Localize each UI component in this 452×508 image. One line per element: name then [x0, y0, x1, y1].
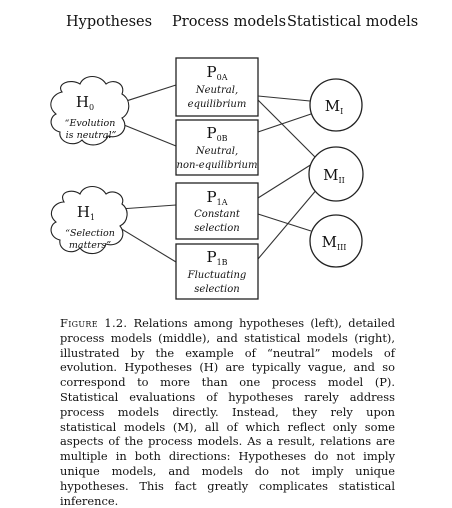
- process-title: P0A: [207, 63, 228, 82]
- edge-h1-p1b: [119, 227, 177, 263]
- process-model-p0a: P0A Neutral, equilibrium: [175, 57, 259, 117]
- hypothesis-line2: is neutral”: [66, 130, 117, 141]
- edge-h0-p0b: [123, 124, 177, 147]
- cloud-shape: [50, 185, 128, 255]
- hypothesis-line1: “Evolution: [65, 118, 116, 129]
- edge-h0-p0a: [119, 84, 177, 104]
- edge-h1-p1a: [119, 204, 177, 210]
- edge-p1a-m3: [257, 213, 312, 232]
- hypothesis-h0: H0 “Evolution is neutral”: [50, 75, 130, 146]
- cloud-shape: [50, 75, 130, 146]
- process-line2: equilibrium: [188, 99, 247, 110]
- circle-shape: [309, 214, 363, 268]
- process-line2: selection: [194, 223, 239, 234]
- process-models-header: Process models: [172, 14, 287, 30]
- process-model-p1b: P1B Fluctuating selection: [175, 243, 259, 300]
- circle-shape: [308, 146, 364, 202]
- hypothesis-title: H0: [76, 93, 94, 112]
- statistical-title: MI: [325, 97, 344, 116]
- process-line1: Neutral,: [195, 85, 238, 96]
- circle-shape: [309, 78, 363, 132]
- statistical-model-m3: MIII: [309, 214, 363, 268]
- hypotheses-header: Hypotheses: [66, 14, 153, 30]
- process-line1: Neutral,: [195, 146, 238, 157]
- relations-diagram: H0 “Evolution is neutral” H1 “Selection …: [50, 57, 364, 300]
- box-shape: [175, 182, 259, 240]
- edge-p0a-m2: [257, 99, 317, 159]
- figure-caption: Figure 1.2. Relations among hypotheses (…: [60, 316, 395, 508]
- process-title: P1B: [206, 248, 227, 267]
- statistical-model-m1: MI: [309, 78, 363, 132]
- process-line1: Fluctuating: [187, 270, 247, 281]
- process-line2: selection: [194, 284, 239, 295]
- box-shape: [175, 243, 259, 300]
- box-shape: [175, 119, 259, 176]
- process-line2: non-equilibrium: [177, 160, 258, 171]
- statistical-models-header: Statistical models: [287, 14, 419, 30]
- statistical-title: MIII: [322, 233, 347, 252]
- box-shape: [175, 57, 259, 117]
- hypothesis-title: H1: [77, 203, 95, 222]
- edge-p1b-m2: [257, 187, 319, 260]
- statistical-title: MII: [323, 166, 345, 185]
- edge-p0b-m1: [257, 112, 315, 133]
- process-model-p0b: P0B Neutral, non-equilibrium: [175, 119, 259, 176]
- edge-p1a-m2: [257, 163, 313, 199]
- caption-text: Relations among hypotheses (left), detai…: [60, 316, 395, 508]
- connectors: [119, 84, 319, 263]
- process-title: P0B: [206, 124, 227, 143]
- process-line1: Constant: [194, 209, 241, 220]
- statistical-model-m2: MII: [308, 146, 364, 202]
- edge-p0a-m1: [257, 95, 311, 102]
- figure-label: Figure 1.2.: [60, 316, 128, 330]
- hypothesis-h1: H1 “Selection matters”: [50, 185, 128, 255]
- hypothesis-line1: “Selection: [65, 228, 115, 239]
- process-model-p1a: P1A Constant selection: [175, 182, 259, 240]
- hypothesis-line2: matters”: [69, 240, 111, 251]
- process-title: P1A: [207, 188, 228, 207]
